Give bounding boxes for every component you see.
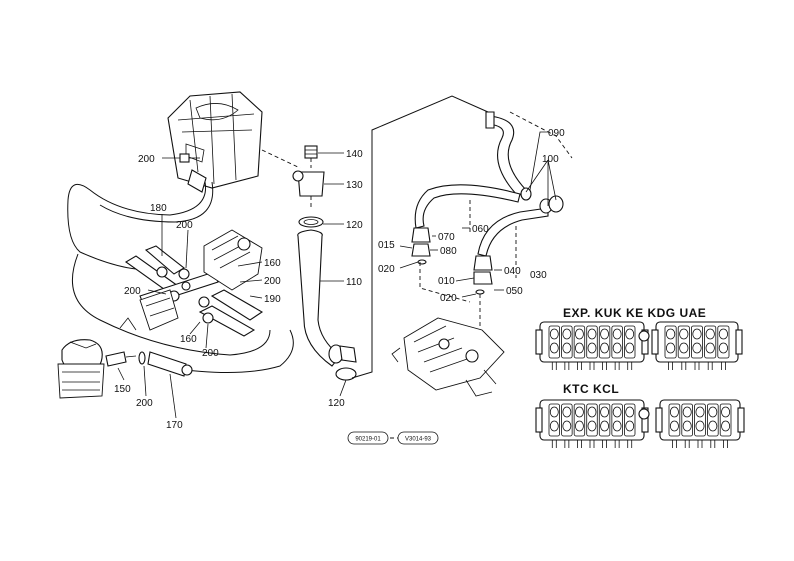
callout-140: 140	[346, 149, 363, 160]
dashed-leaders-right	[419, 111, 573, 360]
variant-heading-ktc: KTC KCL	[563, 382, 619, 396]
callout-190: 190	[264, 294, 281, 305]
pipe-assembly-left	[119, 229, 264, 337]
callout-200-bottom: 200	[136, 398, 153, 409]
callout-050: 050	[506, 286, 523, 297]
callouts: 200 140 130 120 110 120 180 200 160 200 …	[114, 128, 565, 431]
callout-110: 110	[346, 277, 362, 288]
callout-200-low: 200	[202, 348, 219, 359]
callout-160-low: 160	[180, 334, 197, 345]
callout-070: 070	[438, 232, 455, 243]
callout-200-mid: 200	[176, 220, 193, 231]
callout-150: 150	[114, 384, 131, 395]
callout-200-left: 200	[124, 286, 141, 297]
valve-block-exp-narrow	[651, 321, 743, 370]
fitting-200-top	[179, 153, 207, 193]
reference-code-2: V3014-93	[397, 431, 439, 445]
return-hose-loop-2	[169, 329, 294, 374]
callout-120-bottom: 120	[328, 398, 345, 409]
callout-200-right: 200	[264, 276, 281, 287]
pipe-assembly-right	[411, 111, 564, 295]
valve-block-exp-wide	[535, 321, 650, 370]
callout-120-top: 120	[346, 220, 363, 231]
callout-130: 130	[346, 180, 363, 191]
variant-heading-exp: EXP. KUK KE KDG UAE	[563, 306, 706, 320]
callout-020-b: 020	[440, 293, 457, 304]
control-valve	[391, 317, 505, 397]
guide-line-tank	[261, 149, 301, 169]
column-parts	[292, 145, 357, 381]
callout-200-top: 200	[138, 154, 155, 165]
callout-180: 180	[150, 203, 167, 214]
callout-030: 030	[530, 270, 547, 281]
callout-010: 010	[438, 276, 455, 287]
leader-lines	[117, 131, 557, 419]
callout-160-right: 160	[264, 258, 281, 269]
bracket-line	[351, 95, 489, 379]
callout-020-a: 020	[378, 264, 395, 275]
callout-100: 100	[542, 154, 559, 165]
callout-090: 090	[548, 128, 565, 139]
callout-170: 170	[166, 420, 183, 431]
return-hose-loop	[71, 253, 271, 356]
callout-040: 040	[504, 266, 521, 277]
valve-block-ktc-wide	[535, 399, 650, 448]
suction-hose-loop	[67, 181, 207, 271]
callout-080: 080	[440, 246, 457, 257]
valve-block-ktc-narrow	[655, 399, 745, 448]
svg-text:90219-01: 90219-01	[355, 437, 381, 443]
suction-hose-loop-2	[99, 181, 214, 223]
filter-assembly	[57, 339, 193, 399]
callout-060: 060	[472, 224, 489, 235]
tank-assembly	[167, 91, 263, 189]
callout-015: 015	[378, 240, 395, 251]
reference-code-1: 90219-01	[347, 431, 389, 445]
svg-text:V3014-93: V3014-93	[405, 437, 432, 443]
